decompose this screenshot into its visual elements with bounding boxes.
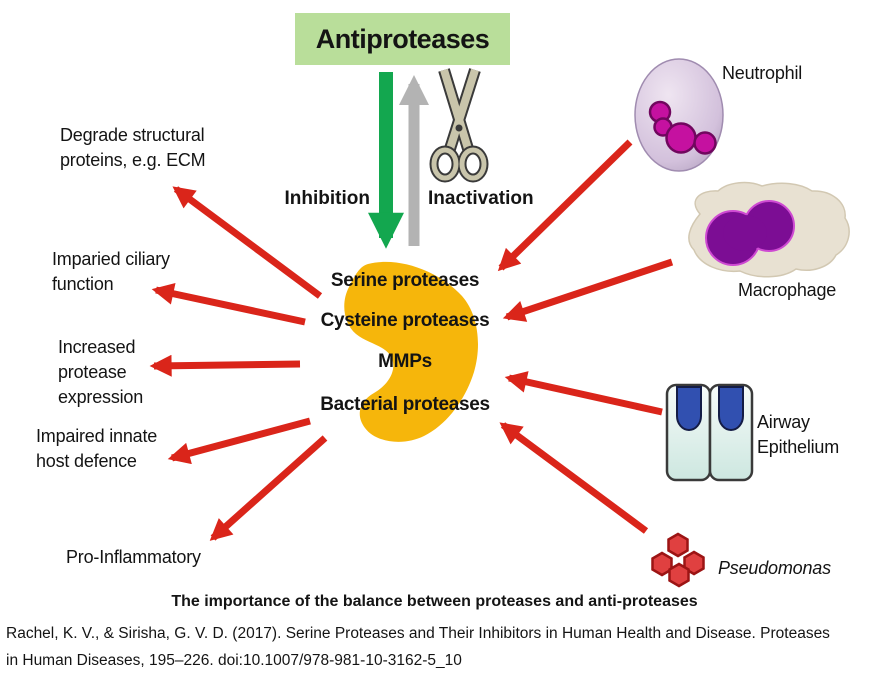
arrow-to-protease-expression: [149, 354, 301, 377]
arrow-to-degrade-ecm: [172, 186, 323, 299]
effect-host-defence-label: Impaired innate host defence: [36, 426, 158, 471]
neutrophil-label: Neutrophil: [722, 63, 803, 83]
macrophage-icon: [688, 181, 850, 278]
arrow-from-airway-epithelium: [504, 371, 663, 416]
inactivation-label: Inactivation: [428, 188, 534, 209]
macrophage-label: Macrophage: [738, 280, 837, 300]
antiproteases-label: Antiproteases: [315, 23, 490, 54]
protease-serine-label: Serine proteases: [330, 270, 480, 291]
effect-arrows: [149, 186, 328, 541]
arrow-to-pro-inflammatory: [209, 435, 328, 541]
protease-blob: [344, 261, 478, 442]
arrow-from-neutrophil: [497, 139, 633, 272]
arrow-to-host-defence: [167, 417, 311, 465]
airway-epithelium-label: Airway Epithelium: [757, 412, 840, 457]
protease-mmps-label: MMPs: [378, 351, 432, 372]
effect-degrade-ecm-label: Degrade structural proteins, e.g. ECM: [60, 125, 206, 170]
effect-protease-expression-label: Increased protease expression: [58, 337, 144, 407]
pseudomonas-icon: [651, 532, 705, 588]
protease-bacterial-label: Bacterial proteases: [320, 394, 490, 415]
protease-cysteine-label: Cysteine proteases: [320, 310, 490, 331]
airway-epithelium-icon: [665, 383, 754, 482]
antiproteases-title-box: Antiproteases: [295, 13, 510, 65]
arrow-to-ciliary-function: [151, 282, 306, 326]
arrow-from-macrophage: [502, 258, 674, 322]
effect-ciliary-function-label: Imparied ciliary function: [52, 249, 170, 294]
scissors-icon: [429, 68, 489, 183]
neutrophil-icon: [634, 58, 724, 172]
figure-caption: The importance of the balance between pr…: [171, 593, 698, 610]
citation-text: Rachel, K. V., & Sirisha, G. V. D. (2017…: [6, 625, 830, 669]
pseudomonas-label: Pseudomonas: [718, 558, 831, 578]
effect-pro-inflammatory-label: Pro-Inflammatory: [66, 547, 201, 567]
source-arrows: [497, 139, 674, 534]
inhibition-label: Inhibition: [284, 188, 370, 209]
arrow-from-pseudomonas: [499, 422, 649, 534]
